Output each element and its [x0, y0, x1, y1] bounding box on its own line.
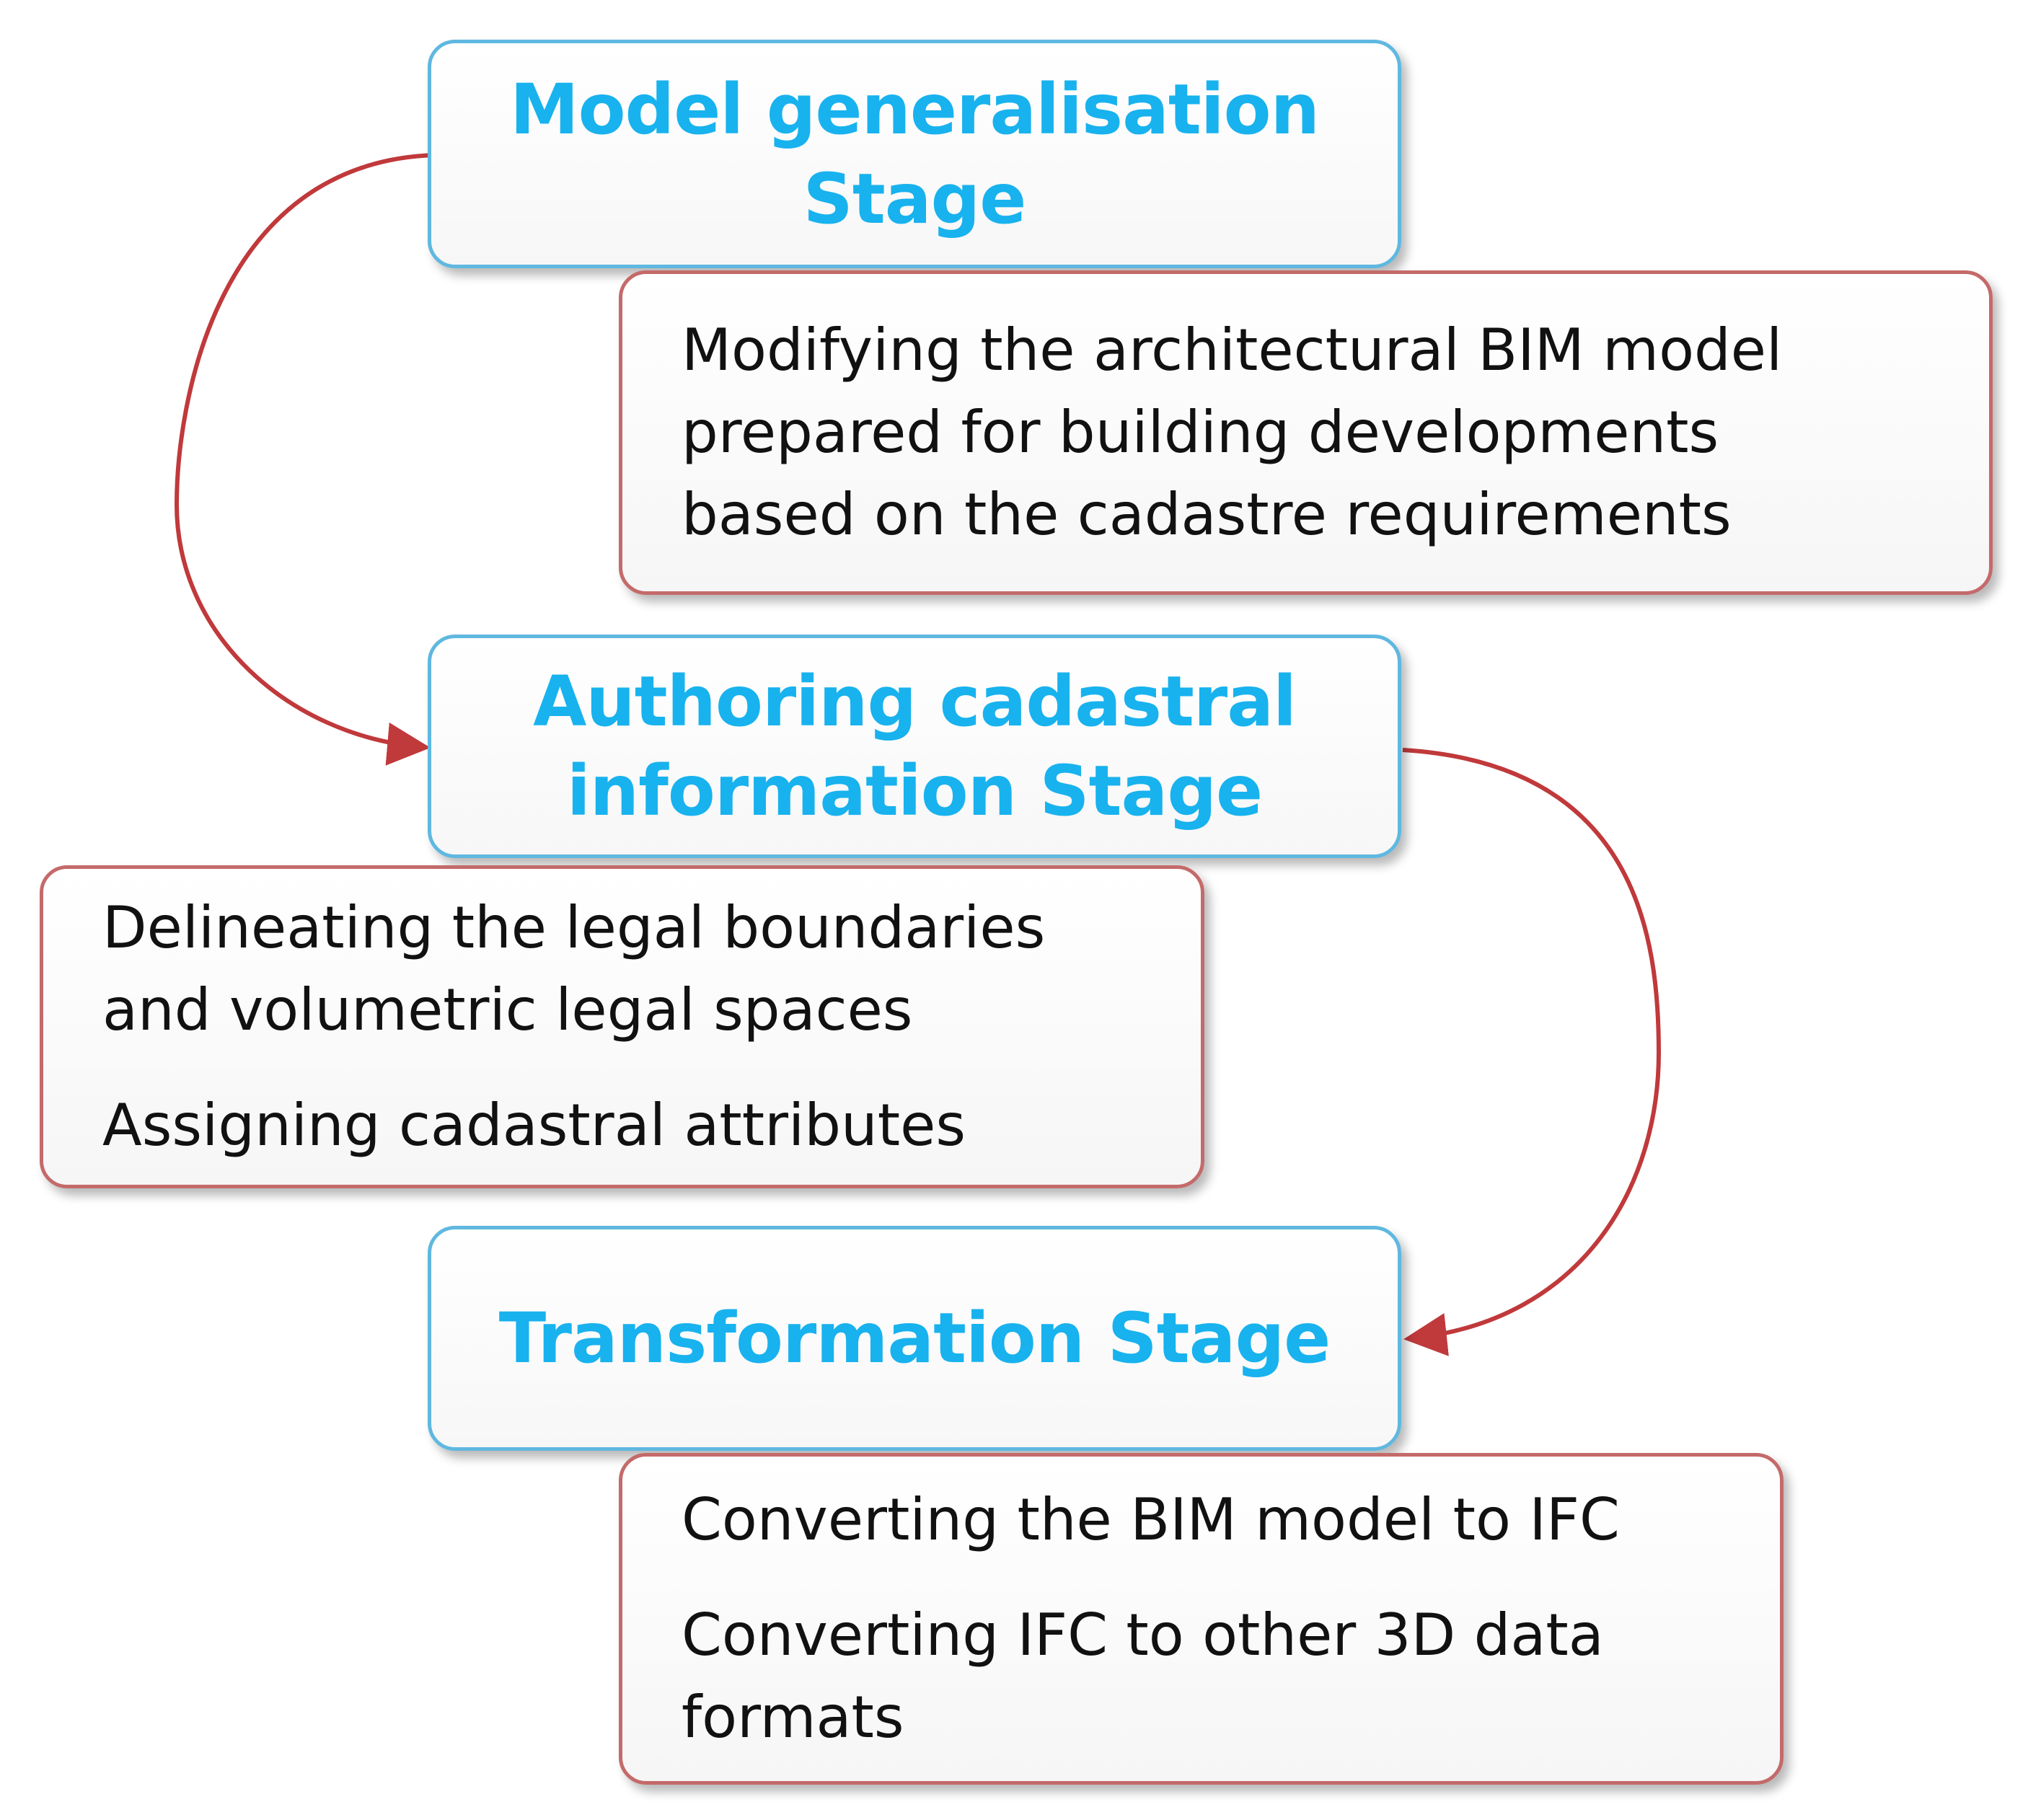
stage-title: Model generalisation	[510, 69, 1320, 150]
detail-text-delineating: Delineating the legal boundaries and vol…	[102, 894, 1046, 1043]
arrow-stage1-to-stage2	[174, 153, 436, 766]
stage-transformation: Transformation Stage	[428, 1226, 1401, 1451]
stage-authoring-cadastral-information: Authoring cadastral information Stage	[428, 635, 1401, 858]
detail-model-generalisation: Modifying the architectural BIM model pr…	[619, 270, 1993, 595]
stage-title: Stage	[803, 158, 1027, 239]
arrow-stage2-to-stage3	[1402, 748, 1662, 1356]
stage-title: information Stage	[566, 751, 1263, 831]
detail-text-converting-bim: Converting the BIM model to IFC	[682, 1486, 1620, 1553]
detail-text-assigning: Assigning cadastral attributes	[102, 1092, 966, 1159]
detail-text-modifying: Modifying the architectural BIM model pr…	[682, 317, 1783, 548]
detail-transformation: Converting the BIM model to IFC Converti…	[619, 1453, 1784, 1785]
detail-authoring-cadastral-information: Delineating the legal boundaries and vol…	[40, 865, 1204, 1188]
detail-text-converting-ifc: Converting IFC to other 3D data formats	[682, 1602, 1604, 1751]
stage-model-generalisation: Model generalisation Stage	[428, 40, 1401, 268]
stage-title: Transformation Stage	[498, 1298, 1331, 1379]
stage-title: Authoring cadastral	[533, 661, 1297, 742]
